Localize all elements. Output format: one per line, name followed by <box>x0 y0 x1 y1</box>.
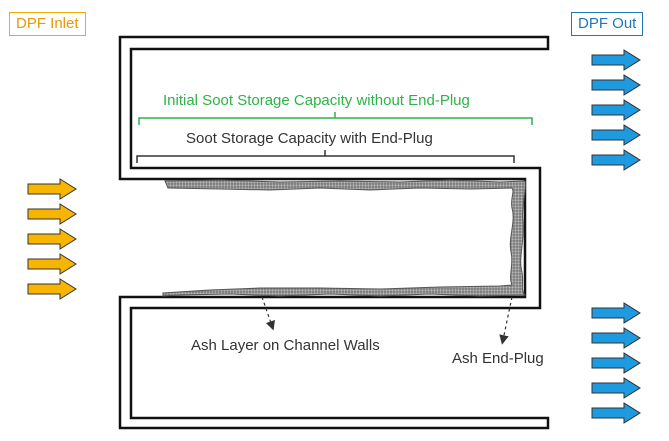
right-arrow-icon <box>27 278 77 300</box>
plug-capacity-bracket <box>136 150 515 163</box>
ash-layer-pointer <box>261 296 275 331</box>
inlet-arrows <box>27 178 77 300</box>
initial-capacity-label: Initial Soot Storage Capacity without En… <box>163 92 470 109</box>
right-arrow-icon <box>591 302 641 324</box>
right-arrow-icon <box>591 352 641 374</box>
inlet-label: DPF Inlet <box>9 12 86 36</box>
ash-layer-deposit <box>162 179 527 297</box>
ash-layer-label: Ash Layer on Channel Walls <box>191 337 380 354</box>
right-arrow-icon <box>591 149 641 171</box>
right-arrow-icon <box>27 203 77 225</box>
right-arrow-icon <box>27 253 77 275</box>
right-arrow-icon <box>27 228 77 250</box>
channel-walls <box>118 35 550 430</box>
initial-capacity-bracket <box>138 112 533 125</box>
right-arrow-icon <box>591 402 641 424</box>
right-arrow-icon <box>591 124 641 146</box>
ash-endplug-label: Ash End-Plug <box>452 350 544 367</box>
right-arrow-icon <box>591 74 641 96</box>
right-arrow-icon <box>591 327 641 349</box>
right-arrow-icon <box>591 49 641 71</box>
right-arrow-icon <box>591 99 641 121</box>
outlet-arrows <box>591 49 641 424</box>
right-arrow-icon <box>27 178 77 200</box>
plug-capacity-label: Soot Storage Capacity with End-Plug <box>186 130 433 147</box>
ash-endplug-pointer <box>499 296 513 345</box>
outlet-label: DPF Out <box>571 12 644 36</box>
right-arrow-icon <box>591 377 641 399</box>
